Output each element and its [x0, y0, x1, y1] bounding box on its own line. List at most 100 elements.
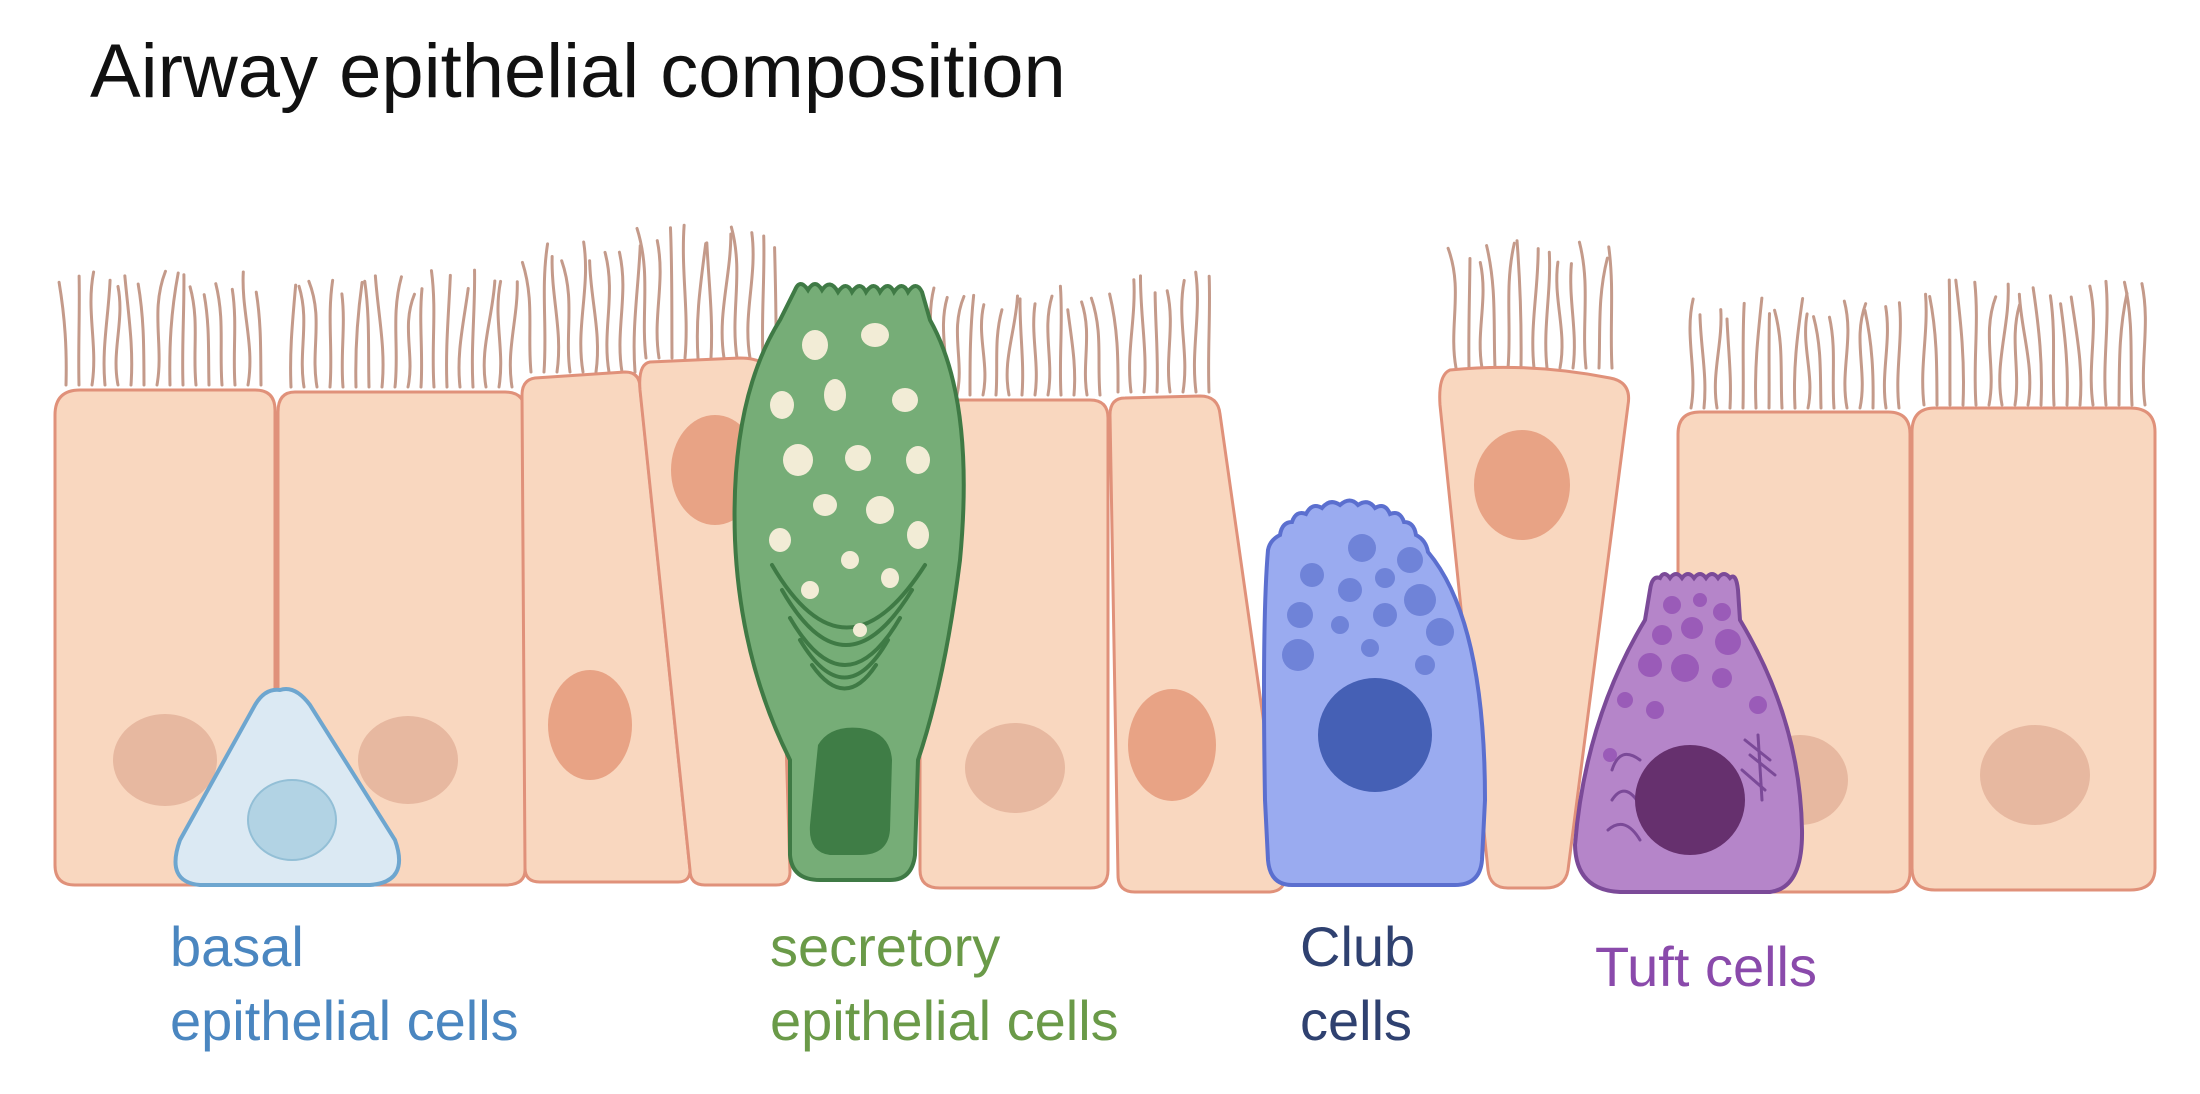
- cilium: [57, 280, 68, 387]
- secretory-cell-body: [732, 282, 966, 882]
- cilium: [297, 284, 306, 389]
- ciliated-cell-9: [1910, 406, 2157, 892]
- label-line: secretory: [770, 915, 1001, 978]
- cilium: [560, 259, 572, 374]
- cilium: [482, 279, 497, 389]
- cilium: [1577, 240, 1588, 370]
- ciliated-cell-6: [1108, 394, 1287, 894]
- cilium: [1973, 280, 1978, 407]
- cilium: [340, 292, 345, 389]
- cilium: [2031, 286, 2043, 407]
- cilium: [1165, 289, 1172, 394]
- cilium: [1080, 300, 1089, 397]
- cilium: [1005, 294, 1020, 397]
- cilium: [1192, 270, 1199, 394]
- cilium: [188, 285, 198, 387]
- cilium: [2117, 291, 2129, 407]
- cilium: [214, 282, 224, 387]
- label-line: epithelial cells: [770, 989, 1119, 1052]
- cilium: [1046, 294, 1054, 397]
- cilium: [123, 274, 134, 387]
- cilium: [746, 231, 755, 360]
- label-basal-epithelial-cells: basal epithelial cells: [170, 910, 519, 1058]
- cilium: [635, 226, 648, 360]
- cilium: [241, 270, 252, 387]
- cilium: [955, 294, 966, 397]
- cilium: [1089, 296, 1102, 397]
- cilium: [1863, 308, 1875, 410]
- cilium: [307, 279, 319, 389]
- label-tuft-cells: Tuft cells: [1595, 930, 1817, 1004]
- cilium: [1058, 284, 1063, 397]
- club-cell: [1262, 498, 1488, 887]
- cilium: [1998, 282, 2010, 407]
- cilium: [1032, 302, 1038, 397]
- cilium: [1754, 296, 1764, 410]
- cilium: [1478, 261, 1485, 370]
- cilium: [114, 284, 122, 387]
- label-line: Club: [1300, 915, 1416, 978]
- cilium: [136, 282, 146, 387]
- label-secretory-epithelial-cells: secretory epithelial cells: [770, 910, 1119, 1058]
- cilium: [1446, 246, 1458, 370]
- cilium: [588, 259, 600, 374]
- label-line: basal: [170, 915, 304, 978]
- diagram-title: Airway epithelial composition: [90, 29, 1066, 114]
- cilium: [496, 279, 503, 389]
- cilium: [406, 292, 416, 389]
- cilium: [354, 280, 364, 389]
- nucleus: [548, 670, 632, 780]
- cilium: [419, 287, 424, 389]
- cilium: [1987, 295, 1998, 407]
- cilium: [2069, 295, 2083, 407]
- cilium: [181, 273, 186, 387]
- nucleus: [358, 716, 458, 804]
- cilium: [102, 278, 112, 387]
- label-line: epithelial cells: [170, 989, 519, 1052]
- cilium: [542, 242, 550, 374]
- cilium: [1515, 239, 1523, 370]
- cilium: [1467, 257, 1472, 370]
- cilium: [1921, 292, 1928, 407]
- cilium: [1018, 297, 1025, 397]
- cilium: [603, 250, 611, 374]
- cilium: [508, 280, 519, 389]
- cilium: [1138, 274, 1147, 394]
- cilium: [729, 225, 739, 360]
- cilium: [254, 290, 263, 387]
- cilium: [617, 250, 625, 374]
- cilium: [363, 279, 371, 389]
- tuft-nucleus: [1635, 745, 1745, 855]
- cilia: [57, 223, 2147, 410]
- cilium: [980, 303, 987, 397]
- cilium: [1506, 241, 1516, 370]
- cilium: [1108, 292, 1120, 394]
- cilium: [705, 241, 714, 360]
- label-club-cells: Club cells: [1300, 910, 1415, 1058]
- tuft-organelles: [1606, 733, 1777, 842]
- cilium: [681, 223, 688, 360]
- nucleus: [1128, 689, 1216, 801]
- cilium: [445, 273, 452, 389]
- cilium: [1531, 247, 1540, 370]
- cilium: [760, 234, 766, 360]
- cilium: [1698, 313, 1707, 410]
- cilium: [1597, 256, 1609, 370]
- cilium: [2103, 279, 2109, 407]
- cilium: [168, 271, 180, 387]
- club-granules: [1282, 534, 1454, 675]
- cilium: [1569, 262, 1576, 370]
- nucleus: [1474, 430, 1570, 540]
- cilium: [1827, 315, 1836, 410]
- cilium: [968, 293, 976, 397]
- cilium: [520, 260, 533, 374]
- label-line: cells: [1300, 989, 1413, 1052]
- cilium: [1128, 278, 1136, 394]
- cilium: [393, 275, 403, 389]
- cilium: [1207, 274, 1212, 394]
- cilium: [1858, 302, 1868, 410]
- basal-cell: [173, 687, 401, 887]
- rough-er-lines: [770, 563, 927, 691]
- tuft-cell-body: [1572, 572, 1805, 894]
